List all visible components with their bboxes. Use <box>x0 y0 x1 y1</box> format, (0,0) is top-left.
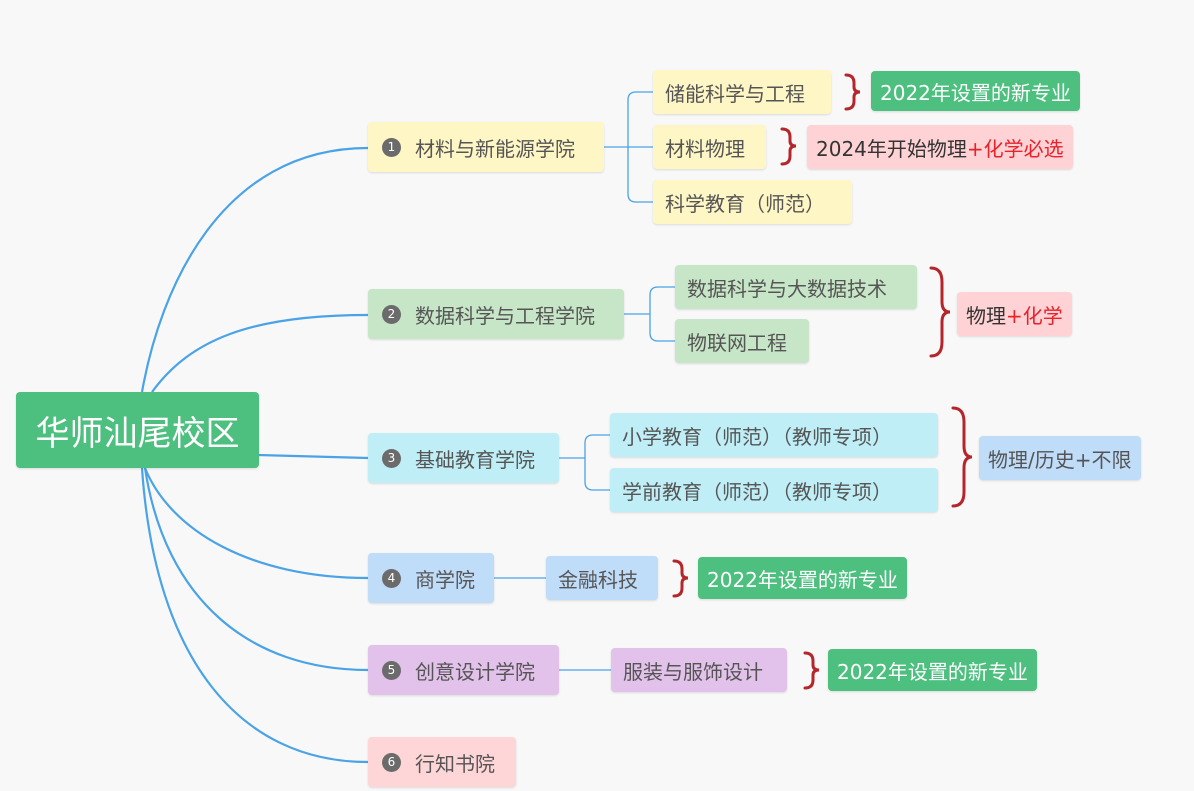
connector-root-college-5 <box>143 467 369 672</box>
college-number-badge: 3 <box>382 448 401 468</box>
college-node-6[interactable]: 6 行知书院 <box>368 737 516 787</box>
college-label: 行知书院 <box>415 751 495 776</box>
brace-2 <box>780 127 797 166</box>
note-new-major-2[interactable]: 2022年设置的新专业 <box>698 557 907 599</box>
note-highlight: +化学必选 <box>966 136 1064 161</box>
note-physics-chemistry[interactable]: 物理+化学 <box>957 292 1072 336</box>
brace-4 <box>951 406 973 508</box>
note-text: 物理 <box>966 303 1006 328</box>
brace-6 <box>803 651 820 690</box>
brace-1 <box>844 73 861 111</box>
note-new-major-3[interactable]: 2022年设置的新专业 <box>828 649 1037 691</box>
major-node-1-1[interactable]: 储能科学与工程 <box>653 70 831 114</box>
college-node-2[interactable]: 2 数据科学与工程学院 <box>368 289 624 339</box>
college-label: 数据科学与工程学院 <box>415 303 595 328</box>
note-text: 2024年开始物理 <box>816 136 967 161</box>
note-physics-chemistry-required[interactable]: 2024年开始物理+化学必选 <box>807 125 1073 169</box>
connector-root-college-6 <box>140 467 369 764</box>
major-node-4-1[interactable]: 金融科技 <box>546 556 658 600</box>
college-label: 创意设计学院 <box>415 659 535 684</box>
major-node-2-1[interactable]: 数据科学与大数据技术 <box>675 265 917 309</box>
college-number-badge: 2 <box>382 304 401 324</box>
college-label: 商学院 <box>415 567 475 592</box>
major-node-1-3[interactable]: 科学教育（师范） <box>653 180 852 224</box>
connector-root-college-2 <box>151 313 369 393</box>
connector-root-college-3 <box>257 453 369 460</box>
college-node-1[interactable]: 1 材料与新能源学院 <box>368 122 604 172</box>
college-node-4[interactable]: 4 商学院 <box>368 553 494 603</box>
major-node-2-2[interactable]: 物联网工程 <box>675 319 809 363</box>
major-node-3-1[interactable]: 小学教育（师范）（教师专项） <box>610 413 938 457</box>
note-physics-history-any[interactable]: 物理/历史+不限 <box>979 436 1141 480</box>
college-label: 材料与新能源学院 <box>415 136 575 161</box>
major-node-5-1[interactable]: 服装与服饰设计 <box>611 648 787 692</box>
college-node-5[interactable]: 5 创意设计学院 <box>368 645 559 695</box>
college-number-badge: 6 <box>382 752 401 772</box>
root-node[interactable]: 华师汕尾校区 <box>16 392 259 468</box>
major-node-1-2[interactable]: 材料物理 <box>653 125 766 169</box>
brace-3 <box>929 266 951 358</box>
major-node-3-2[interactable]: 学前教育（师范）（教师专项） <box>610 468 938 512</box>
note-highlight: +化学 <box>1006 303 1063 328</box>
brace-5 <box>672 559 689 598</box>
note-new-major-1[interactable]: 2022年设置的新专业 <box>871 71 1080 111</box>
college-number-badge: 1 <box>382 137 401 157</box>
connector-root-college-4 <box>143 467 369 580</box>
college-node-3[interactable]: 3 基础教育学院 <box>368 433 559 483</box>
college-label: 基础教育学院 <box>415 447 535 472</box>
college-number-badge: 4 <box>382 568 401 588</box>
connector-root-college-1 <box>140 146 369 393</box>
college-number-badge: 5 <box>382 660 401 680</box>
